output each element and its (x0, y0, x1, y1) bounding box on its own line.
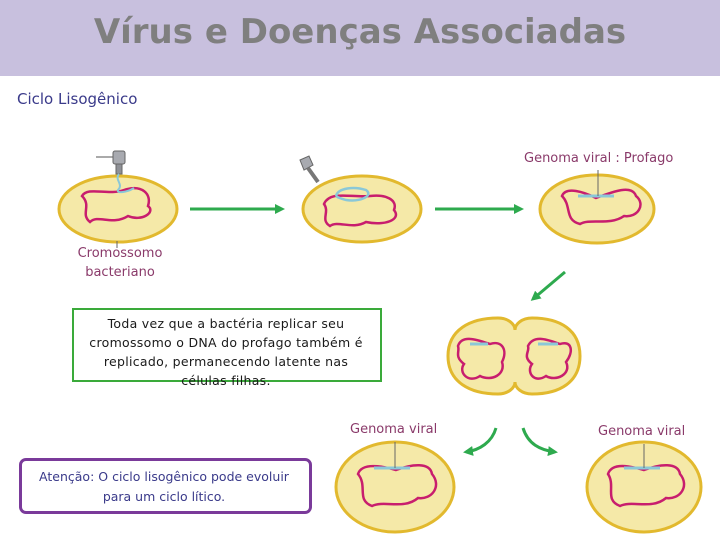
label-prophage: Genoma viral : Profago (524, 151, 674, 166)
label-bacterial-chromosome: Cromossomo bacteriano (77, 246, 163, 280)
bacterium-cell-3 (538, 173, 656, 245)
replication-note-text: Toda vez que a bactéria replicar seu cro… (89, 316, 363, 388)
bacterium-cell-1 (57, 174, 179, 244)
arrow-to-daughter-right (521, 427, 558, 457)
attention-note-box (19, 458, 312, 514)
section-subtitle: Ciclo Lisogênico (17, 90, 138, 108)
bacterial-chromosome-1 (80, 187, 152, 224)
viral-dna-2 (334, 186, 370, 202)
daughter-cell-right (585, 440, 703, 534)
label-viral-genome-left: Genoma viral (350, 422, 438, 437)
bacterium-cell-2 (301, 174, 423, 244)
dividing-cell (446, 316, 582, 396)
bacteriophage-1 (96, 150, 135, 194)
arrow-to-daughter-left (463, 427, 498, 456)
title-band (0, 0, 720, 76)
page-title: Vírus e Doenças Associadas (93, 12, 627, 52)
bacteriophage-2 (299, 155, 320, 184)
daughter-cell-left (334, 440, 456, 534)
replication-note-box (72, 308, 382, 382)
attention-note-text: Atenção: O ciclo lisogênico pode evoluir… (39, 469, 289, 504)
label-viral-genome-right: Genoma viral (598, 424, 686, 439)
arrow-3 (530, 270, 566, 301)
